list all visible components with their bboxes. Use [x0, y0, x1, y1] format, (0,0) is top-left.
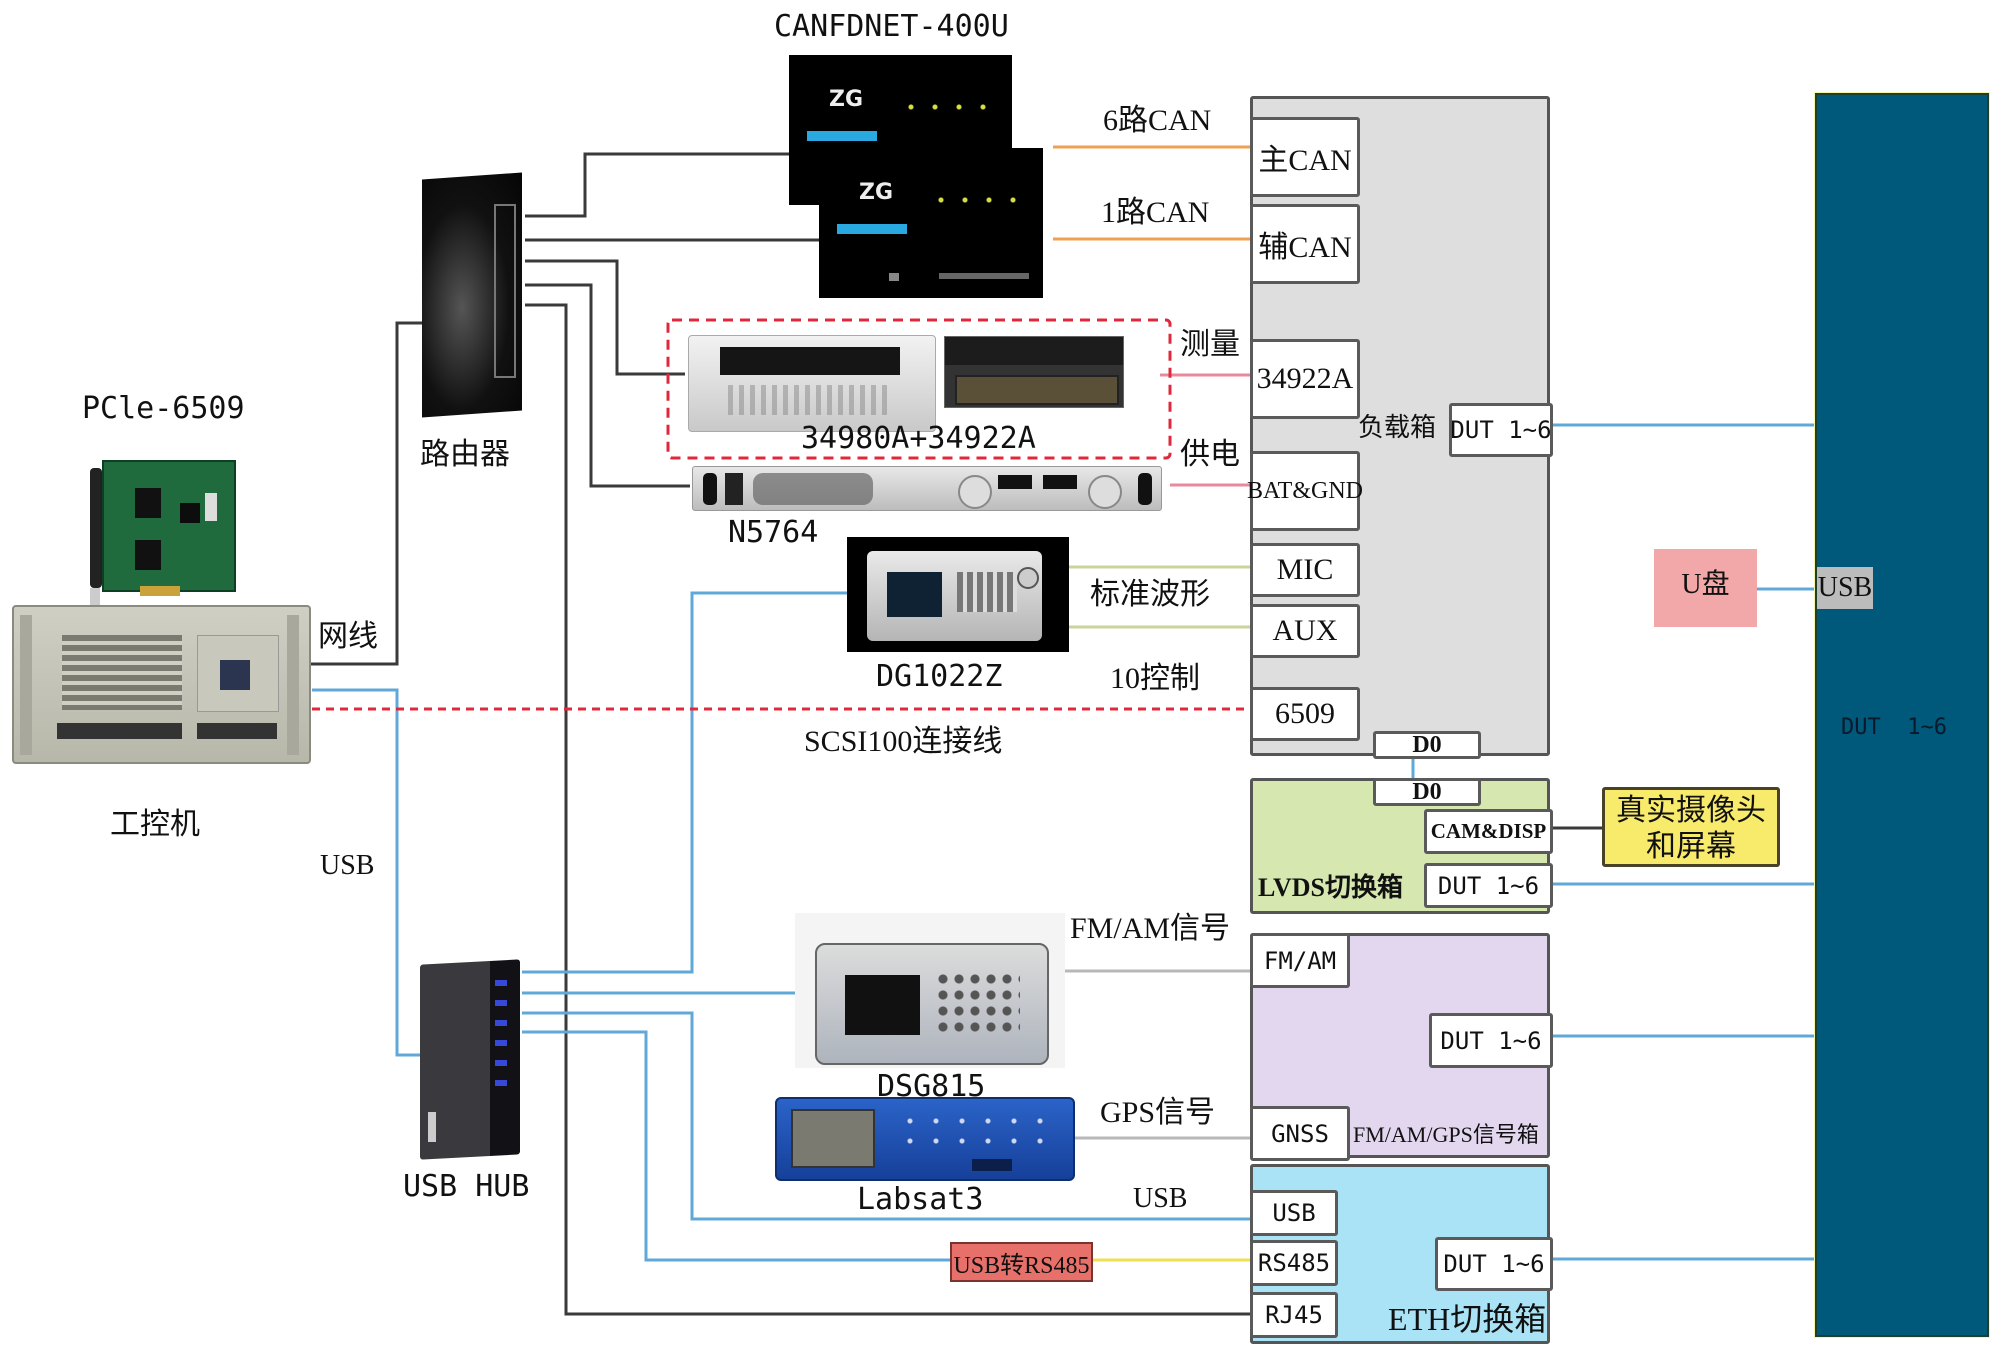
dut-usb-port[interactable]: USB: [1817, 567, 1873, 609]
lvds-dut-port[interactable]: DUT 1~6: [1424, 863, 1553, 908]
usb-disk[interactable]: U盘: [1654, 549, 1757, 627]
dsg815-label: DSG815: [877, 1069, 986, 1104]
lvds-box-title: LVDS切换箱: [1258, 873, 1403, 902]
camera-line-1: 真实摄像头: [1616, 794, 1766, 827]
fm-am-gps-signal-box: FM/AM DUT 1~6 GNSS FM/AM/GPS信号箱: [1250, 933, 1553, 1161]
wire-router-34980a: [525, 259, 685, 376]
usb-hub-device: [420, 952, 524, 1160]
usb-rs485-converter[interactable]: USB转RS485: [950, 1242, 1093, 1282]
labsat3-label: Labsat3: [857, 1182, 984, 1217]
wire-router-rj45: [525, 303, 1253, 1316]
ipc-label: 工控机: [110, 808, 200, 841]
eth-switch-box: USB RS485 RJ45 DUT 1~6 ETH切换箱: [1250, 1164, 1553, 1344]
usb-link-label: USB: [320, 850, 375, 881]
can1-label: 1路CAN: [1101, 196, 1210, 229]
daq-group-label: 34980A+34922A: [801, 421, 1036, 456]
usb-disk-label: U盘: [1681, 569, 1730, 600]
signal-dut-port[interactable]: DUT 1~6: [1429, 1013, 1553, 1068]
wire-hub-eth-usb: [522, 1011, 1253, 1221]
wire-ipc-router: [308, 321, 422, 666]
router-device: [422, 170, 525, 418]
n5764-label: N5764: [728, 515, 819, 550]
port-bat-gnd[interactable]: BAT&GND: [1247, 451, 1363, 531]
eth-dut-port[interactable]: DUT 1~6: [1435, 1237, 1553, 1291]
signal-box-title: FM/AM/GPS信号箱: [1353, 1122, 1539, 1147]
lvds-cam-port[interactable]: CAM&DISP: [1424, 809, 1553, 854]
real-camera-screen[interactable]: 真实摄像头 和屏幕: [1602, 787, 1780, 867]
lvds-switch-box: D0 CAM&DISP DUT 1~6 LVDS切换箱: [1250, 778, 1553, 914]
daq-group-outline: [666, 318, 1172, 460]
wire-router-canfdnet1: [525, 152, 790, 218]
camera-line-2: 和屏幕: [1646, 830, 1736, 863]
wire-hub-dg1022z: [522, 591, 850, 974]
port-aux[interactable]: AUX: [1250, 604, 1360, 658]
canfdnet-label: CANFDNET-400U: [774, 9, 1009, 44]
dut-bar: USB DUT 1~6: [1815, 93, 1989, 1337]
wire-ipc-usbhub: [312, 688, 422, 1057]
port-mic[interactable]: MIC: [1250, 543, 1360, 597]
dsg815-generator: [795, 913, 1065, 1068]
waveform-label: 标准波形: [1090, 578, 1210, 611]
can6-label: 6路CAN: [1103, 104, 1212, 137]
34980a-mainframe: [688, 327, 936, 432]
wire-hub-rs485conv: [522, 1030, 950, 1262]
load-d0-port[interactable]: D0: [1373, 731, 1481, 759]
eth-usb-port[interactable]: USB: [1250, 1190, 1338, 1236]
lvds-d0-port[interactable]: D0: [1373, 778, 1481, 806]
net-cable-label: 网线: [318, 620, 378, 653]
34922a-module: [944, 336, 1124, 408]
ipc-chassis: [12, 605, 311, 764]
router-label: 路由器: [420, 438, 510, 471]
eth-rs485-port[interactable]: RS485: [1250, 1240, 1338, 1286]
io-control-label: 10控制: [1110, 662, 1200, 695]
signal-gnss-port[interactable]: GNSS: [1250, 1106, 1350, 1161]
wire-router-n5764: [525, 283, 690, 488]
gps-signal-label: GPS信号: [1100, 1096, 1216, 1129]
signal-fmam-port[interactable]: FM/AM: [1250, 933, 1350, 988]
load-dut-port[interactable]: DUT 1~6: [1449, 403, 1553, 457]
dg1022z-generator: [847, 537, 1069, 652]
pcie-6509-card: [80, 448, 240, 608]
load-box: 主CAN 辅CAN 34922A BAT&GND MIC AUX 6509 负载…: [1247, 96, 1553, 759]
scsi-label: SCSI100连接线: [804, 725, 1003, 758]
canfdnet-device-2: ZG: [819, 148, 1043, 298]
usb2-link-label: USB: [1133, 1183, 1188, 1214]
n5764-power-supply: [692, 466, 1162, 511]
port-main-can[interactable]: 主CAN: [1250, 117, 1360, 197]
usb-hub-label: USB HUB: [403, 1169, 530, 1204]
labsat3-simulator: [775, 1097, 1075, 1181]
port-aux-can[interactable]: 辅CAN: [1250, 204, 1360, 284]
load-box-title: 负载箱: [1358, 413, 1437, 442]
measure-label: 测量: [1180, 328, 1240, 361]
eth-rj45-port[interactable]: RJ45: [1250, 1292, 1338, 1338]
port-6509[interactable]: 6509: [1250, 687, 1360, 741]
dut-bar-label: DUT 1~6: [1841, 715, 1947, 740]
dg1022z-label: DG1022Z: [876, 659, 1003, 694]
port-34922a[interactable]: 34922A: [1250, 339, 1360, 419]
eth-box-title: ETH切换箱: [1388, 1301, 1547, 1337]
fmam-signal-label: FM/AM信号: [1070, 912, 1231, 945]
pcie-label: PCle-6509: [82, 391, 245, 426]
usb-rs485-label: USB转RS485: [953, 1252, 1090, 1279]
power-label: 供电: [1180, 438, 1240, 471]
